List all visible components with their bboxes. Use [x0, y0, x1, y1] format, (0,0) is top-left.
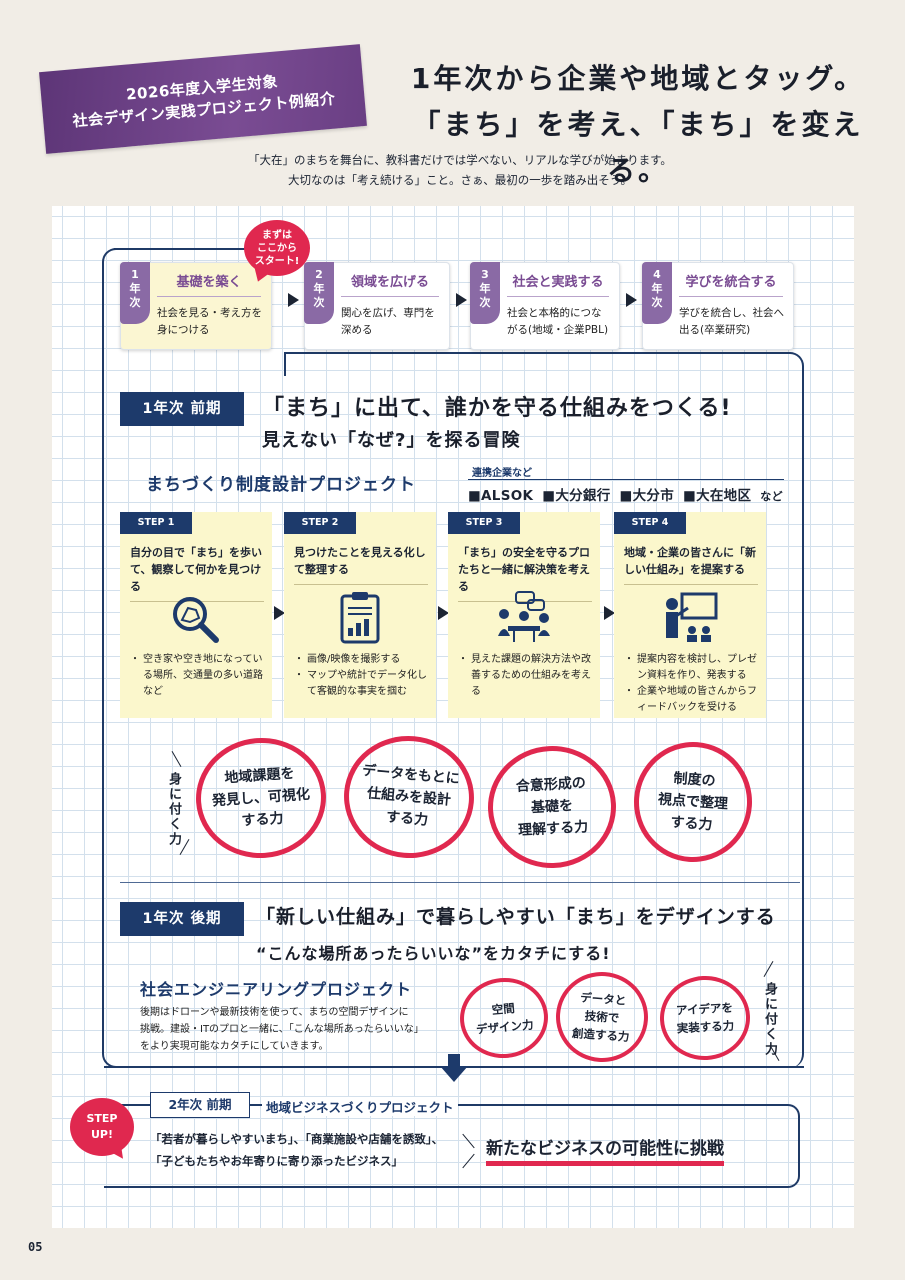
skill-text-1: 地域課題を 発見し、可視化 する力: [211, 765, 311, 830]
step-arrow-3: [604, 606, 615, 620]
second-term-desc-line3: をより実現可能なカタチにしていきます。: [140, 1041, 329, 1052]
second-term-subtitle: “こんな場所あったらいいな”をカタチにする!: [256, 944, 611, 963]
year-tab-4: 4 年 次: [642, 262, 672, 324]
step-card-3: STEP 3 「まち」の安全を守るプロたちと一緒に解決策を考える 見えた課題の解…: [448, 512, 600, 718]
partner-oita-city: ■大分市: [619, 488, 675, 504]
step-list-4: 提案内容を検討し、プレゼン資料を作り、発表する 企業や地域の皆さんからフィードバ…: [624, 652, 760, 716]
term-divider: [120, 882, 800, 883]
second-term-desc-line2: 挑戦。建設・ITのプロと一緒に、「こんな場所あったらいいな」: [140, 1024, 424, 1035]
next-step-themes: 「若者が暮らしやすいまち」、「商業施設や店舗を誘致」、 「子どもたちやお年寄りに…: [150, 1128, 443, 1172]
next-step-label-box: [150, 1092, 250, 1118]
next-step-label: 2年次 前期: [168, 1097, 232, 1112]
step-tag-3: STEP 3: [448, 512, 520, 534]
step-tag-1: STEP 1: [120, 512, 192, 534]
flow-line-top: [114, 248, 254, 250]
skill-text-6: データと 技術で 創造する力: [571, 990, 630, 1044]
partners-rule: [468, 479, 784, 480]
clipboard-chart-icon: [330, 590, 390, 646]
step-list-3: 見えた課題の解決方法や改善するための仕組みを考える: [458, 652, 594, 700]
year-card-2: 2 年 次 領域を広げる 関心を広げ、専門を深める: [304, 262, 450, 350]
step-list-1: 空き家や空き地になっている場所、交通量の多い道路など: [130, 652, 266, 700]
roadmap-arrow-1: [288, 293, 299, 307]
step-title-2: 見つけたことを見える化して整理する: [294, 544, 428, 585]
step-card-1: STEP 1 自分の目で「まち」を歩いて、観察して何かを見つける 空き家や空き地…: [120, 512, 272, 718]
year-tab-2: 2 年 次: [304, 262, 334, 324]
step-card-2: STEP 2 見つけたことを見える化して整理する 画像/映像を撮影する マップや…: [284, 512, 436, 718]
partner-etc: など: [760, 490, 783, 503]
year-card-4: 4 年 次 学びを統合する 学びを統合し、社会へ出る(卒業研究): [642, 262, 794, 350]
year-tab-1: 1 年 次: [120, 262, 150, 324]
step-arrow-1: [274, 606, 285, 620]
year-desc-4: 学びを統合し、社会へ出る(卒業研究): [679, 307, 784, 336]
roadmap-arrow-2: [456, 293, 467, 307]
down-arrow-stem: [448, 1054, 460, 1066]
stepup-badge: STEP UP!: [70, 1098, 134, 1156]
step-list-2: 画像/映像を撮影する マップや統計でデータ化して客観的な事実を掴む: [294, 652, 430, 700]
intro-line1: 「大在」のまちを舞台に、教科書だけでは学べない、リアルな学びが始まります。: [248, 153, 672, 167]
first-term-project: まちづくり制度設計プロジェクト: [146, 475, 416, 495]
step-title-4: 地域・企業の皆さんに「新しい仕組み」を提案する: [624, 544, 758, 585]
step-tag-4: STEP 4: [614, 512, 686, 534]
next-step-theme-line1: 「若者が暮らしやすいまち」、「商業施設や店舗を誘致」、: [150, 1132, 444, 1146]
skill-text-7: アイデアを 実装する力: [675, 1000, 735, 1036]
step-4-item-2: 企業や地域の皆さんからフィードバックを受ける: [624, 684, 760, 716]
skill-text-3: 合意形成の 基礎を 理解する力: [515, 775, 589, 839]
year-card-1: 1 年 次 基礎を築く 社会を見る・考え方を身につける: [120, 262, 272, 350]
skill-text-2: データをもとに 仕組みを設計 する力: [361, 762, 461, 829]
year-title-1: 基礎を築く: [157, 271, 261, 297]
year-title-2: 領域を広げる: [341, 271, 439, 297]
step-2-item-1: 画像/映像を撮影する: [294, 652, 430, 668]
page-number: 05: [28, 1240, 43, 1254]
step-4-item-1: 提案内容を検討し、プレゼン資料を作り、発表する: [624, 652, 760, 684]
flow-line-main: [284, 352, 804, 1068]
step-title-3: 「まち」の安全を守るプロたちと一緒に解決策を考える: [458, 544, 592, 602]
step-tag-2: STEP 2: [284, 512, 356, 534]
header-ribbon: 2026年度入学生対象 社会デザイン実践プロジェクト例紹介: [39, 44, 367, 154]
second-term-skills-label: 身に付く力: [762, 982, 777, 1057]
headline-line1: 1年次から企業や地域とタッグ。: [410, 62, 866, 95]
headline-line2: 「まち」を考え、「まち」を変える。: [412, 108, 864, 187]
meeting-icon: [494, 590, 554, 646]
year-desc-3: 社会と本格的につながる(地域・企業PBL): [507, 307, 609, 336]
second-term-label: 1年次 後期: [120, 902, 244, 936]
step-arrow-2: [438, 606, 449, 620]
next-step-theme-line2: 「子どもたちやお年寄りに寄り添ったビジネス」: [150, 1154, 403, 1168]
step-2-item-2: マップや統計でデータ化して客観的な事実を掴む: [294, 668, 430, 700]
first-term-subtitle: 見えない「なぜ?」を探る冒険: [262, 430, 521, 451]
year-card-3: 3 年 次 社会と実践する 社会と本格的につながる(地域・企業PBL): [470, 262, 620, 350]
flow-line-connector: [284, 352, 286, 376]
second-term-project: 社会エンジニアリングプロジェクト: [140, 980, 413, 999]
step-card-4: STEP 4 地域・企業の皆さんに「新しい仕組み」を提案する 提案内容を検討し、…: [614, 512, 766, 718]
step-3-item-1: 見えた課題の解決方法や改善するための仕組みを考える: [458, 652, 594, 700]
year-desc-2: 関心を広げ、専門を深める: [341, 307, 435, 336]
next-step-challenge: 新たなビジネスの可能性に挑戦: [486, 1134, 724, 1166]
magnifier-map-icon: [166, 590, 226, 646]
partners-list: ■ALSOK ■大分銀行 ■大分市 ■大在地区 など: [468, 484, 783, 504]
intro-text: 「大在」のまちを舞台に、教科書だけでは学べない、リアルな学びが始まります。 大切…: [200, 150, 720, 190]
first-term-label: 1年次 前期: [120, 392, 244, 426]
roadmap-arrow-3: [626, 293, 637, 307]
down-arrow-icon: [440, 1066, 468, 1082]
second-term-desc: 後期はドローンや最新技術を使って、まちの空間デザインに 挑戦。建設・ITのプロと…: [140, 1004, 424, 1055]
skill-text-4: 制度の 視点で整理 する力: [657, 770, 729, 834]
year-desc-1: 社会を見る・考え方を身につける: [157, 307, 262, 336]
headline: 1年次から企業や地域とタッグ。 「まち」を考え、「まち」を変える。: [388, 56, 888, 194]
first-term-skills-label: 身に付く力: [166, 772, 181, 847]
second-term-title: 「新しい仕組み」で暮らしやすい「まち」をデザインする: [256, 906, 776, 928]
partners-label: 連携企業など: [472, 468, 532, 479]
presentation-icon: [660, 590, 720, 646]
year-title-4: 学びを統合する: [679, 271, 783, 297]
partner-alsok: ■ALSOK: [468, 488, 534, 504]
year-tab-3: 3 年 次: [470, 262, 500, 324]
next-step-project: 地域ビジネスづくりプロジェクト: [262, 1097, 458, 1116]
second-term-desc-line1: 後期はドローンや最新技術を使って、まちの空間デザインに: [140, 1007, 409, 1018]
partner-ozai-district: ■大在地区: [683, 488, 752, 504]
intro-line2: 大切なのは「考え続ける」こと。さぁ、最初の一歩を踏み出そう。: [287, 173, 633, 187]
first-term-title: 「まち」に出て、誰かを守る仕組みをつくる!: [262, 396, 732, 421]
step-1-item-1: 空き家や空き地になっている場所、交通量の多い道路など: [130, 652, 266, 700]
start-bubble: まずは ここから スタート!: [244, 220, 310, 276]
skill-text-5: 空間 デザイン力: [475, 1001, 535, 1037]
year-title-3: 社会と実践する: [507, 271, 609, 297]
partner-oita-bank: ■大分銀行: [542, 488, 611, 504]
